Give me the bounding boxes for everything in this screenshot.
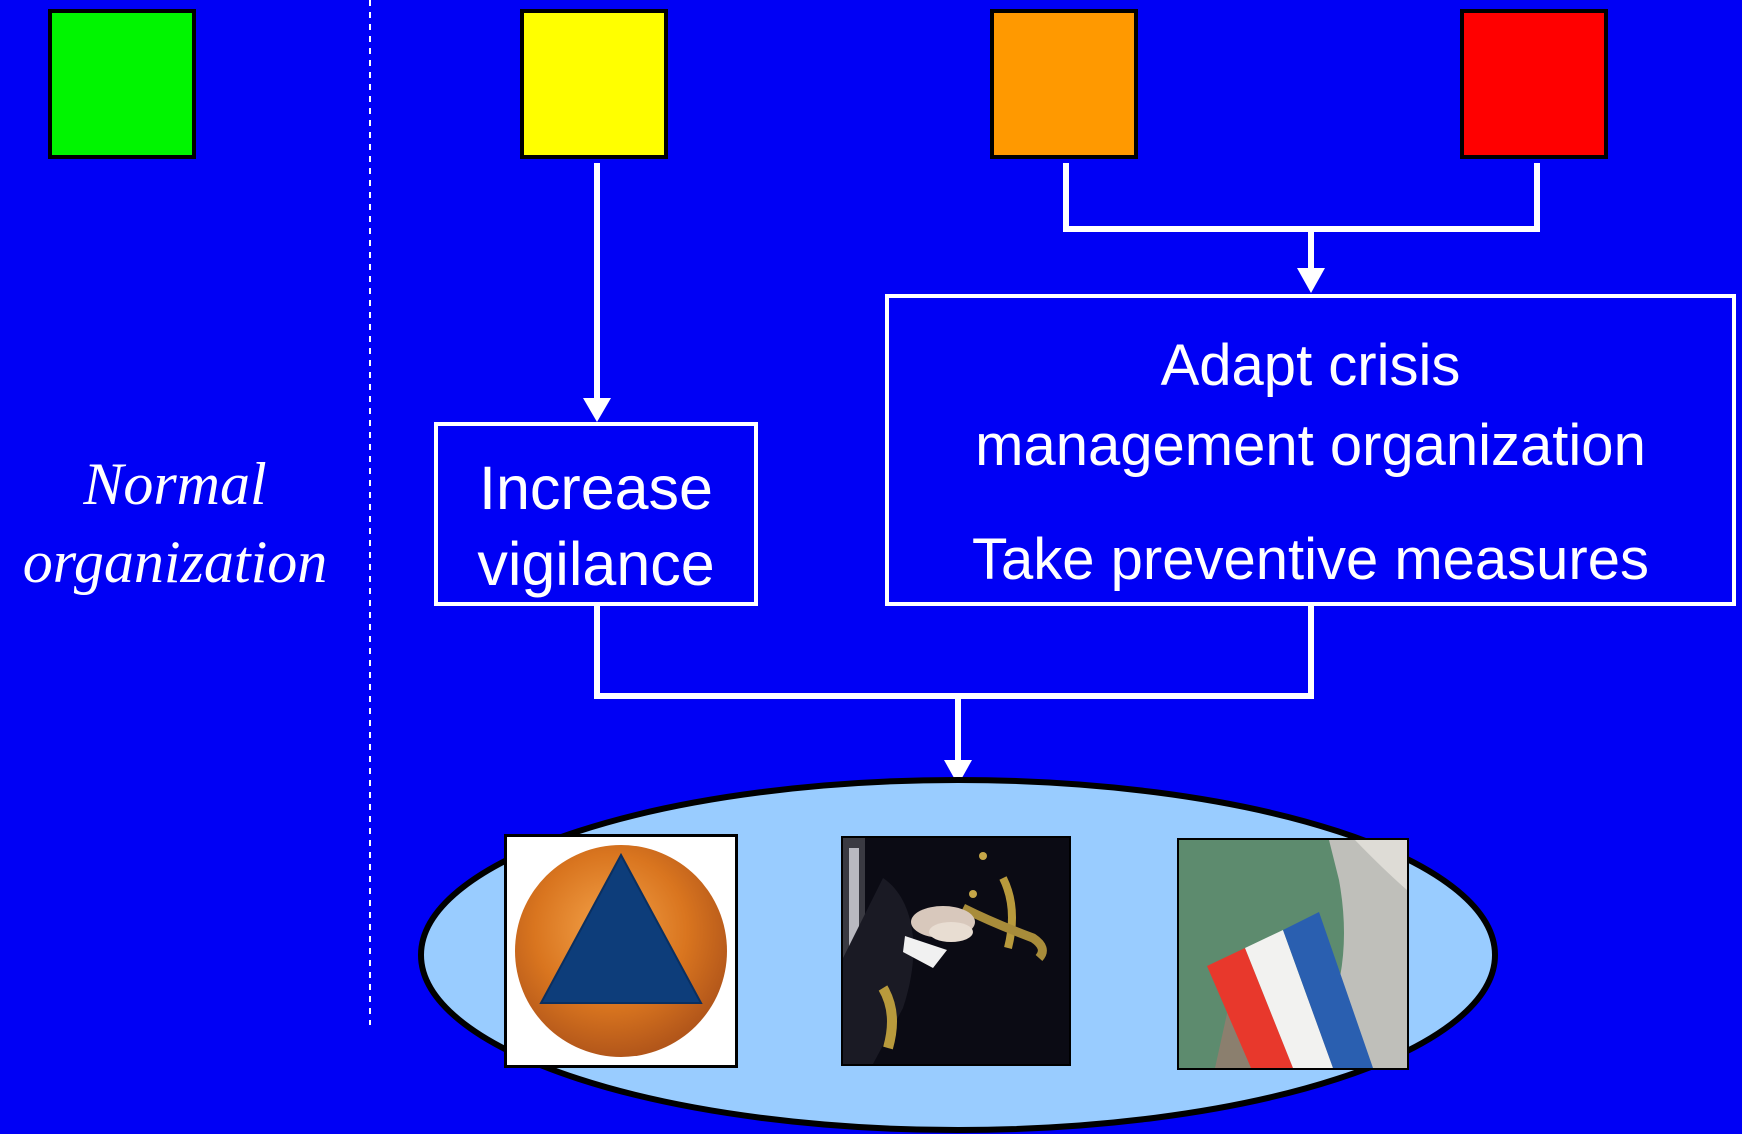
arrowhead-actors <box>944 760 972 785</box>
green-level-square <box>48 9 196 159</box>
prefect-uniform-graphic <box>843 838 1069 1064</box>
tricolor-sash-graphic <box>1179 840 1407 1068</box>
normal-organization-label: Normal organization <box>0 445 350 601</box>
vigilance-line2: vigilance <box>477 530 715 598</box>
crisis-line1: Adapt crisis <box>1160 333 1461 398</box>
increase-vigilance-box: Increase vigilance <box>434 422 758 606</box>
prefect-uniform-photo <box>841 836 1071 1066</box>
normal-label-line1: Normal <box>83 451 267 517</box>
vigilance-line1: Increase <box>479 454 713 522</box>
arrowhead-crisis <box>1297 268 1325 293</box>
orange-level-square <box>990 9 1138 159</box>
tricolor-sash-photo <box>1177 838 1409 1070</box>
arrowhead-vigilance <box>583 398 611 422</box>
crisis-management-box: Adapt crisis management organization Tak… <box>885 294 1736 606</box>
civil-protection-emblem <box>504 834 738 1068</box>
red-level-square <box>1460 9 1608 159</box>
connector-merge <box>594 606 1314 699</box>
crisis-line2: management organization <box>975 413 1646 478</box>
crisis-line3: Take preventive measures <box>972 527 1649 592</box>
yellow-level-square <box>520 9 668 159</box>
connector-orange-red <box>1063 163 1540 232</box>
civil-protection-emblem-graphic <box>515 845 727 1057</box>
normal-label-line2: organization <box>22 529 328 595</box>
